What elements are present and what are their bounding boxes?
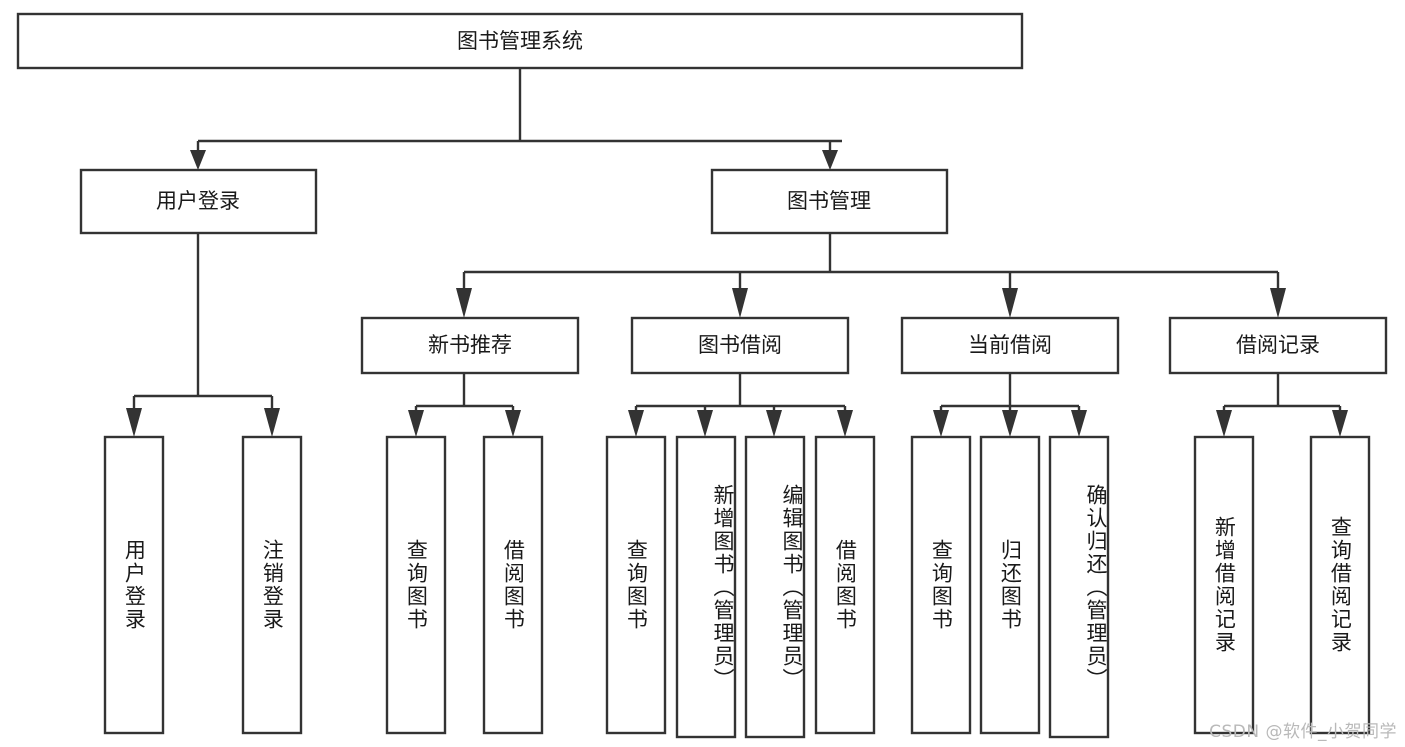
edge-group-current-borrow [933,373,1087,437]
arrowhead-leaf-return-book [1002,410,1018,437]
arrowhead-new-book-rec [456,288,472,318]
arrowhead-leaf-confirm-return-admin [1071,410,1087,437]
arrowhead-book-manage [822,150,838,170]
arrowhead-current-borrow [1002,288,1018,318]
node-leaf-add-borrow-record[interactable] [1193,435,1255,735]
node-book-manage[interactable] [710,168,949,235]
edge-group-borrow-record [1216,373,1348,437]
arrowhead-leaf-user-login [126,408,142,437]
node-leaf-edit-book-admin[interactable] [744,435,806,739]
node-leaf-query-book-3[interactable] [910,435,972,735]
edge-group-root [190,68,842,170]
node-leaf-query-book-1[interactable] [385,435,447,735]
node-book-borrow[interactable] [630,316,850,375]
arrowhead-leaf-logout [264,408,280,437]
arrowhead-leaf-add-borrow-record [1216,410,1232,437]
node-book-manage-label: 图书管理 [787,189,871,213]
node-borrow-record[interactable] [1168,316,1388,375]
node-leaf-borrow-book-2[interactable] [814,435,876,735]
arrowhead-leaf-query-book-3 [933,410,949,437]
node-leaf-logout[interactable] [241,435,303,735]
csdn-watermark: CSDN @软件_小贺同学 [1209,722,1397,742]
node-user-login[interactable] [79,168,318,235]
node-leaf-borrow-book-1[interactable] [482,435,544,735]
arrowhead-leaf-add-book-admin [697,410,713,437]
arrowhead-leaf-borrow-book-1 [505,410,521,437]
node-book-borrow-label: 图书借阅 [698,333,782,357]
node-leaf-user-login[interactable] [103,435,165,735]
node-leaf-query-book-2[interactable] [605,435,667,735]
node-current-borrow[interactable] [900,316,1120,375]
edge-group-book-borrow [628,373,853,437]
arrowhead-leaf-query-book-1 [408,410,424,437]
edge-group-new-book-rec [408,373,521,437]
node-root-label: 图书管理系统 [457,29,583,53]
arrowhead-leaf-query-borrow-record [1332,410,1348,437]
arrowhead-leaf-borrow-book-2 [837,410,853,437]
edge-group-book-manage [456,233,1286,318]
arrowhead-borrow-record [1270,288,1286,318]
node-leaf-add-book-admin[interactable] [675,435,737,739]
node-current-borrow-label: 当前借阅 [968,333,1052,357]
node-root[interactable] [16,12,1024,70]
node-leaf-return-book[interactable] [979,435,1041,735]
node-borrow-record-label: 借阅记录 [1236,333,1320,357]
node-new-book-rec-label: 新书推荐 [428,333,512,357]
node-leaf-query-borrow-record[interactable] [1309,435,1371,735]
node-leaf-confirm-return-admin[interactable] [1048,435,1110,739]
arrowhead-book-borrow [732,288,748,318]
arrowhead-user-login [190,150,206,170]
edge-group-user-login [126,233,280,437]
node-new-book-rec[interactable] [360,316,580,375]
node-user-login-label: 用户登录 [156,189,240,213]
arrowhead-leaf-query-book-2 [628,410,644,437]
arrowhead-leaf-edit-book-admin [766,410,782,437]
